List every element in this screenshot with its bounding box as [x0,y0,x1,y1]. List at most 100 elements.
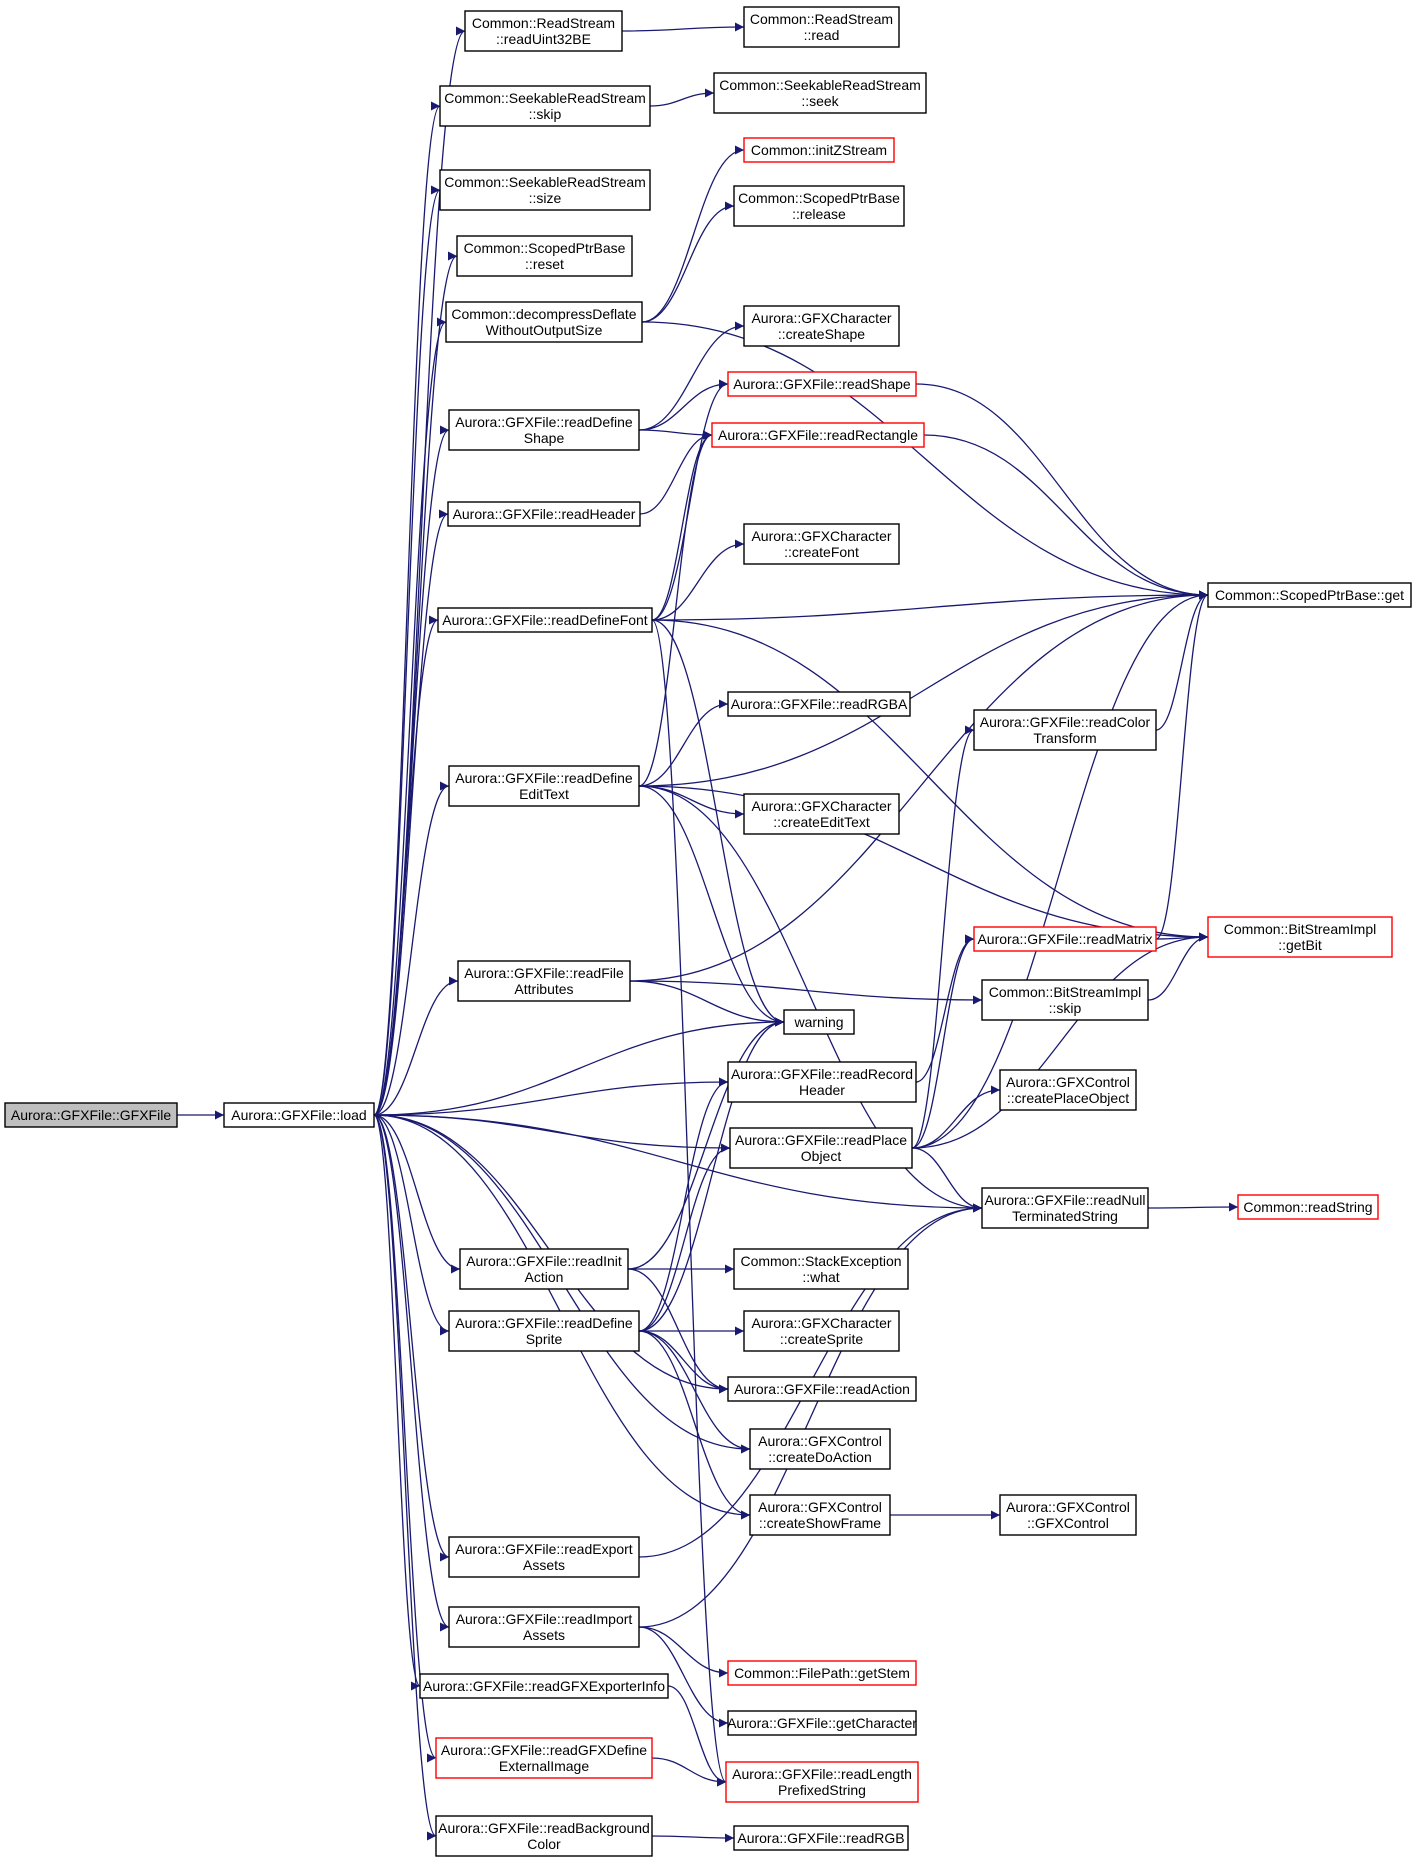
node-label: Aurora::GFXFile::readShape [733,376,911,392]
node-label: Common::FilePath::getStem [734,1665,910,1681]
node-srs-skip[interactable]: Common::SeekableReadStream::skip [439,85,651,127]
node-get-character[interactable]: Aurora::GFXFile::getCharacter [727,1710,917,1736]
node-label: Aurora::GFXFile::readRecord [731,1066,913,1082]
node-box [448,1606,640,1648]
node-box [727,371,917,397]
node-label: ::createShowFrame [759,1515,881,1531]
node-label: Aurora::GFXFile::readDefine [455,770,633,786]
node-srs-size[interactable]: Common::SeekableReadStream::size [439,169,651,211]
node-box [973,709,1157,751]
node-label: Aurora::GFXControl [1006,1074,1130,1090]
node-read-length-prefixed[interactable]: Aurora::GFXFile::readLengthPrefixedStrin… [725,1761,919,1803]
node-read-null-terminated[interactable]: Aurora::GFXFile::readNullTerminatedStrin… [981,1187,1149,1229]
node-label: ::skip [529,106,562,122]
edge-load-to-srs-skip [373,101,441,1116]
node-label: ::what [802,1269,839,1285]
node-rs-read[interactable]: Common::ReadStream::read [743,6,900,48]
node-get-bit[interactable]: Common::BitStreamImpl::getBit [1207,916,1393,958]
node-label: TerminatedString [1012,1208,1118,1224]
node-gfxfile-ctor[interactable]: Aurora::GFXFile::GFXFile [4,1102,178,1128]
node-create-sprite[interactable]: Aurora::GFXCharacter::createSprite [743,1310,900,1352]
node-label: Aurora::GFXFile::readGFXDefine [441,1742,647,1758]
node-create-place-object[interactable]: Aurora::GFXControl::createPlaceObject [999,1069,1137,1111]
node-label: Aurora::GFXCharacter [751,528,891,544]
edge-read-place-object-to-get-bit [911,932,1209,1149]
node-label: Common::ReadStream [472,15,615,31]
node-box [999,1494,1137,1536]
node-box [4,1102,178,1128]
node-read-matrix[interactable]: Aurora::GFXFile::readMatrix [973,926,1157,952]
node-label: Aurora::GFXFile::readImport [456,1611,633,1627]
node-label: Common::SeekableReadStream [444,90,646,106]
node-label: Aurora::GFXFile::readNull [984,1192,1145,1208]
edge-load-to-read-record-header [373,1077,729,1116]
node-sp-release[interactable]: Common::ScopedPtrBase::release [733,185,905,227]
node-box [447,501,641,527]
node-read-rectangle[interactable]: Aurora::GFXFile::readRectangle [711,422,925,448]
node-label: Aurora::GFXFile::readDefine [455,1315,633,1331]
edge-read-define-edit-text-to-read-rgba [638,699,729,787]
node-gfx-control-ctor[interactable]: Aurora::GFXControl::GFXControl [999,1494,1137,1536]
edge-read-define-edit-text-to-read-rectangle [638,430,713,787]
node-read-define-font[interactable]: Aurora::GFXFile::readDefineFont [437,607,653,633]
node-read-header[interactable]: Aurora::GFXFile::readHeader [447,501,641,527]
node-sp-get[interactable]: Common::ScopedPtrBase::get [1207,582,1412,608]
node-label: ::release [792,206,846,222]
node-decompress[interactable]: Common::decompressDeflateWithoutOutputSi… [445,301,643,343]
node-label: WithoutOutputSize [486,322,603,338]
node-label: Aurora::GFXFile::readGFXExporterInfo [423,1678,665,1694]
edge-load-to-read-external-image [373,1114,437,1763]
node-load[interactable]: Aurora::GFXFile::load [223,1102,375,1128]
node-sp-reset[interactable]: Common::ScopedPtrBase::reset [456,235,633,277]
node-label: Aurora::GFXControl [758,1433,882,1449]
node-read-exporter-info[interactable]: Aurora::GFXFile::readGFXExporterInfo [419,1673,669,1699]
node-box [457,960,631,1002]
edge-read-define-sprite-to-warning [638,1017,785,1332]
node-read-external-image[interactable]: Aurora::GFXFile::readGFXDefineExternalIm… [435,1737,653,1779]
node-label: Aurora::GFXFile::GFXFile [11,1107,171,1123]
node-label: ::GFXControl [1027,1515,1109,1531]
node-read-action[interactable]: Aurora::GFXFile::readAction [727,1376,917,1402]
node-label: Common::SeekableReadStream [444,174,646,190]
node-read-rgb[interactable]: Aurora::GFXFile::readRGB [733,1825,909,1851]
node-create-shape[interactable]: Aurora::GFXCharacter::createShape [743,305,900,347]
node-read-string[interactable]: Common::readString [1237,1194,1379,1220]
node-create-do-action[interactable]: Aurora::GFXControl::createDoAction [749,1428,891,1470]
node-srs-seek[interactable]: Common::SeekableReadStream::seek [713,72,927,114]
node-label: Aurora::GFXControl [1006,1499,1130,1515]
node-label: ::createPlaceObject [1007,1090,1129,1106]
node-label: Aurora::GFXControl [758,1499,882,1515]
node-label: Common::ScopedPtrBase [464,240,626,256]
node-box [713,72,927,114]
node-box [435,1737,653,1779]
node-bs-skip[interactable]: Common::BitStreamImpl::skip [981,979,1149,1021]
node-get-stem[interactable]: Common::FilePath::getStem [727,1660,917,1686]
node-read-uint32-be[interactable]: Common::ReadStream::readUint32BE [464,10,623,52]
node-box [727,1061,917,1103]
node-create-font[interactable]: Aurora::GFXCharacter::createFont [743,523,900,565]
node-init-zstream[interactable]: Common::initZStream [743,137,895,163]
node-read-rgba[interactable]: Aurora::GFXFile::readRGBA [727,691,911,717]
node-box [1207,582,1412,608]
node-create-edit-text[interactable]: Aurora::GFXCharacter::createEditText [743,793,900,835]
node-box [445,301,643,343]
node-stack-what[interactable]: Common::StackException::what [733,1248,909,1290]
node-warning[interactable]: warning [783,1009,855,1035]
node-box [439,85,651,127]
node-label: warning [793,1014,843,1030]
node-label: ::reset [525,256,564,272]
node-read-shape[interactable]: Aurora::GFXFile::readShape [727,371,917,397]
node-create-show-frame[interactable]: Aurora::GFXControl::createShowFrame [749,1494,891,1536]
node-label: Common::readString [1243,1199,1372,1215]
